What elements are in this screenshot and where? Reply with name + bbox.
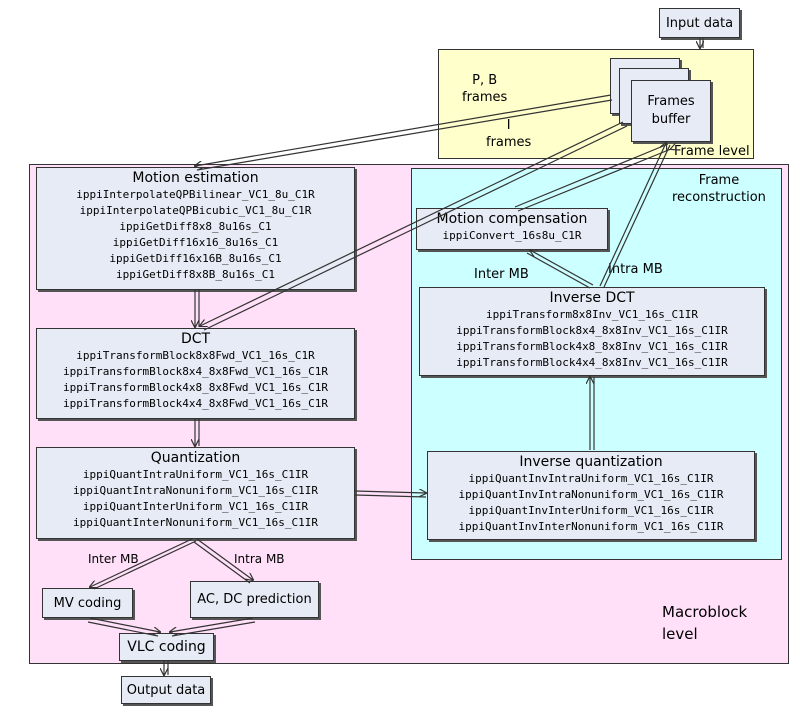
vlc-coding-label: VLC coding (127, 639, 206, 655)
motion-compensation-title: Motion compensation (436, 211, 588, 227)
arrow-buffer-to-motion-compensation (514, 143, 669, 208)
output-data-label: Output data (126, 682, 206, 698)
function-name: ippiInterpolateQPBicubic_VC1_8u_C1R (79, 204, 312, 217)
arrow-inverse-dct-to-motion-compensation (530, 250, 594, 286)
function-name: ippiQuantInvInterNonuniform_VC1_16s_C1IR (458, 520, 724, 533)
function-name: ippiTransformBlock4x8_8x8Inv_VC1_16s_C1I… (456, 340, 728, 353)
inter-mb-left-label: Inter MB (88, 552, 139, 566)
mv-coding-label: MV coding (53, 595, 122, 611)
output-data-box: Output data (121, 676, 211, 704)
pb-frames-label: P, B frames (462, 73, 508, 105)
inverse-quantization-title: Inverse quantization (519, 454, 663, 470)
inverse-quantization-box: Inverse quantization ippiQuantInvIntraUn… (427, 451, 755, 540)
macroblock-level-label: Macroblock level (662, 603, 748, 643)
mv-coding-box: MV coding (42, 588, 133, 618)
inverse-dct-box: Inverse DCT ippiTransform8x8Inv_VC1_16s_… (419, 287, 765, 376)
dct-box: DCT ippiTransformBlock8x8Fwd_VC1_16s_C1R… (36, 328, 355, 419)
arrow-pb-to-motion-estimation (195, 94, 612, 166)
input-data-label: Input data (665, 15, 734, 31)
frames-buffer-label: Frames buffer (647, 94, 695, 127)
vlc-coding-box: VLC coding (119, 633, 214, 661)
inter-mb-right-label: Inter MB (474, 267, 529, 282)
function-name: ippiConvert_16s8u_C1R (442, 229, 582, 242)
function-name: ippiGetDiff8x8_8u16s_C1 (119, 220, 272, 233)
motion-estimation-box: Motion estimation ippiInterpolateQPBilin… (36, 167, 355, 290)
input-data-box: Input data (659, 8, 740, 38)
function-name: ippiQuantIntraUniform_VC1_16s_C1IR (82, 468, 309, 481)
motion-compensation-box: Motion compensation ippiConvert_16s8u_C1… (416, 208, 608, 250)
motion-estimation-title: Motion estimation (132, 170, 259, 186)
function-name: ippiInterpolateQPBilinear_VC1_8u_C1R (76, 188, 315, 201)
arrow-ac-dc-to-vlc (170, 617, 254, 632)
function-name: ippiTransformBlock8x4_8x8Fwd_VC1_16s_C1R (63, 365, 328, 378)
inverse-dct-title: Inverse DCT (549, 290, 635, 306)
function-name: ippiQuantInterNonuniform_VC1_16s_C1IR (72, 516, 319, 529)
ac-dc-prediction-label: AC, DC prediction (197, 592, 312, 607)
quantization-title: Quantization (150, 450, 241, 466)
intra-mb-right-label: Intra MB (608, 262, 663, 277)
dct-title: DCT (180, 331, 211, 347)
ac-dc-prediction-box: AC, DC prediction (190, 581, 319, 618)
quantization-box: Quantization ippiQuantIntraUniform_VC1_1… (36, 447, 355, 539)
function-name: ippiTransformBlock4x8_8x8Fwd_VC1_16s_C1R (63, 381, 328, 394)
frame-level-label: Frame level (674, 144, 750, 159)
function-name: ippiQuantInvIntraUniform_VC1_16s_C1IR (468, 472, 714, 485)
function-name: ippiQuantIntraNonuniform_VC1_16s_C1IR (72, 484, 319, 497)
function-name: ippiTransformBlock8x8Fwd_VC1_16s_C1R (76, 349, 315, 362)
i-frames-label: I frames (486, 118, 532, 150)
function-name: ippiGetDiff8x8B_8u16s_C1 (116, 268, 275, 281)
function-name: ippiTransform8x8Inv_VC1_16s_C1IR (486, 308, 698, 321)
function-name: ippiGetDiff16x16B_8u16s_C1 (109, 252, 282, 265)
function-name: ippiTransformBlock4x4_8x8Fwd_VC1_16s_C1R (63, 397, 328, 410)
frame-reconstruction-label: Frame reconstruction (672, 173, 766, 205)
function-name: ippiTransformBlock4x4_8x8Inv_VC1_16s_C1I… (456, 356, 728, 369)
arrow-mv-coding-to-vlc (89, 617, 160, 632)
function-name: ippiQuantInterUniform_VC1_16s_C1IR (82, 500, 309, 513)
arrow-quantization-to-ac-dc (196, 538, 253, 580)
intra-mb-left-label: Intra MB (234, 552, 285, 566)
frames-buffer-box: Frames buffer (631, 80, 711, 142)
arrow-inverse-dct-to-buffer (599, 143, 666, 287)
function-name: ippiTransformBlock8x4_8x8Inv_VC1_16s_C1I… (456, 324, 728, 337)
arrow-quantization-to-inverse-quantization (354, 491, 426, 493)
function-name: ippiQuantInvIntraNonuniform_VC1_16s_C1IR (458, 488, 724, 501)
function-name: ippiQuantInvInterUniform_VC1_16s_C1IR (468, 504, 714, 517)
function-name: ippiGetDiff16x16_8u16s_C1 (112, 236, 279, 249)
arrow-i-to-dct (200, 121, 624, 326)
arrow-quantization-to-mv-coding (90, 538, 193, 587)
